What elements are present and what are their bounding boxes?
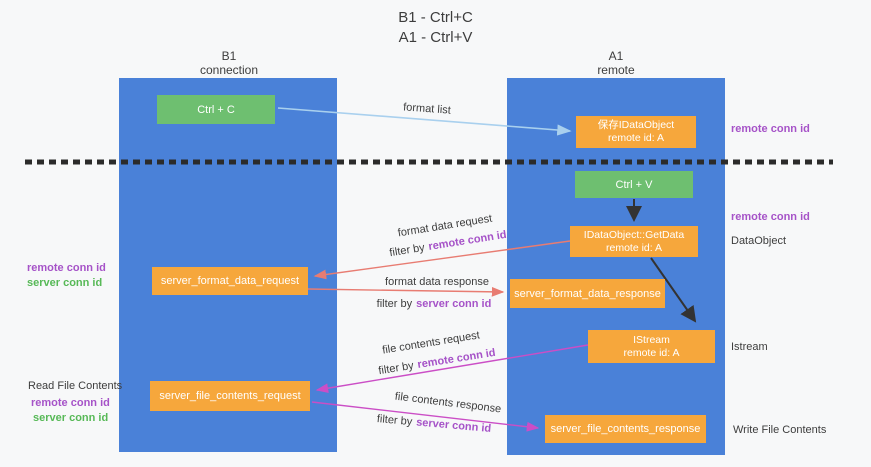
side-label-server-conn-id-left-1: server conn id	[27, 277, 103, 289]
side-label-remote-conn-id-left-2: remote conn id	[31, 397, 110, 409]
node-server-format-data-response: server_format_data_response	[510, 279, 665, 308]
node-getdata-line1: IDataObject::GetData	[583, 228, 685, 241]
node-istream-line2: remote id: A	[623, 346, 680, 359]
node-ctrl-v: Ctrl + V	[575, 171, 693, 198]
node-save-idataobject-line2: remote id: A	[607, 132, 665, 144]
side-label-istream: Istream	[731, 341, 768, 353]
right-column-header: A1 remote	[507, 49, 725, 77]
diagram-title: B1 - Ctrl+C A1 - Ctrl+V	[0, 8, 871, 48]
side-label-write-file-contents: Write File Contents	[733, 424, 827, 436]
side-label-dataobject: DataObject	[731, 235, 787, 247]
edge-label-format-data-response: format data response	[385, 276, 489, 288]
title-line-1: B1 - Ctrl+C	[398, 9, 473, 26]
right-column-role: remote	[597, 63, 635, 77]
side-label-remote-conn-id-mid: remote conn id	[731, 211, 810, 223]
side-label-remote-conn-id-left-1: remote conn id	[27, 262, 106, 274]
title-line-2: A1 - Ctrl+V	[398, 29, 473, 46]
left-column-header: B1 connection	[120, 49, 338, 77]
node-save-idataobject: 保存IDataObject remote id: A	[576, 116, 696, 148]
node-save-idataobject-line1: 保存IDataObject	[597, 119, 675, 131]
side-label-read-file-contents: Read File Contents	[28, 380, 123, 392]
node-server-file-contents-response: server_file_contents_response	[545, 415, 706, 443]
node-istream: IStream remote id: A	[588, 330, 715, 363]
node-server-format-data-request: server_format_data_request	[152, 267, 308, 295]
remote-conn-id-text: remote conn id	[416, 346, 497, 372]
filter-by-text: filter by	[388, 241, 426, 260]
left-column-name: B1	[221, 49, 237, 63]
filter-by-text: filter by	[376, 298, 413, 310]
right-column-name: A1	[608, 49, 624, 63]
side-label-remote-conn-id-top: remote conn id	[731, 123, 810, 135]
node-server-file-contents-request: server_file_contents_request	[150, 381, 310, 411]
side-label-server-conn-id-left-2: server conn id	[33, 412, 109, 424]
left-column-role: connection	[199, 63, 259, 77]
arrow-format-data-response	[307, 286, 505, 297]
filter-by-text: filter by	[377, 359, 415, 378]
edge-label-format-list: format list	[402, 101, 452, 117]
filter-by-text: filter by	[376, 413, 413, 429]
edge-label-file-contents-response: file contents response	[394, 390, 502, 416]
node-getdata-line2: remote id: A	[605, 241, 663, 254]
node-idataobject-getdata: IDataObject::GetData remote id: A	[570, 226, 698, 257]
node-istream-line1: IStream	[633, 333, 670, 346]
server-conn-id-text: server conn id	[415, 416, 492, 435]
node-ctrl-c: Ctrl + C	[157, 95, 275, 124]
server-conn-id-text: server conn id	[416, 298, 492, 310]
